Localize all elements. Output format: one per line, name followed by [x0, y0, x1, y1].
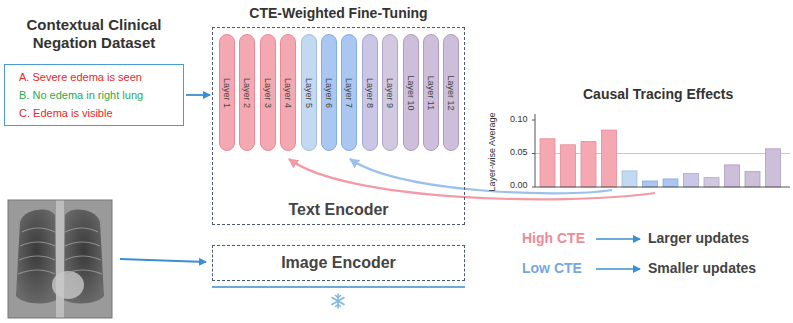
layer-label: Layer 11	[426, 75, 436, 109]
chart-bar	[540, 139, 555, 187]
chart-bar	[684, 174, 699, 187]
high-cte-curve	[289, 159, 655, 199]
tick-label: 0.05	[510, 147, 528, 157]
legend-key: High CTE	[522, 230, 585, 246]
encoder-box: CTE-Weighted Fine-TuningText EncoderLaye…	[212, 27, 465, 225]
negation-sentence: A. Severe edema is seen	[19, 68, 177, 86]
axis-title: Layer-wise Average	[487, 113, 497, 192]
layer-label: Layer 4	[283, 77, 293, 107]
chart-bar	[643, 181, 658, 187]
low-cte-curve	[350, 159, 612, 193]
legend-arrow	[596, 238, 640, 240]
bar-chart	[532, 114, 790, 187]
chart-bar	[602, 130, 617, 187]
layer-label: Layer 8	[365, 77, 375, 107]
layer-pill: Layer 5	[301, 34, 317, 151]
layer-pill: Layer 8	[362, 34, 378, 151]
layer-pill: Layer 11	[423, 34, 439, 151]
flow-arrow	[186, 94, 210, 96]
layer-pill: Layer 6	[321, 34, 337, 151]
encoder-name: Image Encoder	[281, 254, 396, 272]
tick-label: 0.10	[510, 114, 528, 124]
negation-sentence: B. No edema in right lung	[19, 86, 177, 104]
layer-pill: Layer 9	[382, 34, 398, 151]
legend-arrow	[596, 268, 640, 270]
layer-label: Layer 2	[242, 77, 252, 107]
tick-label: 0.00	[510, 180, 528, 190]
dataset-box: A. Severe edema is seenB. No edema in ri…	[4, 64, 184, 126]
layer-label: Layer 5	[304, 77, 314, 107]
chart-bar	[663, 179, 678, 187]
layer-pill: Layer 2	[239, 34, 255, 151]
chart-bar	[581, 141, 596, 187]
legend-key: Low CTE	[522, 260, 582, 276]
chart-bar	[745, 172, 760, 187]
section-heading: CTE-Weighted Fine-Tuning	[193, 5, 484, 21]
layer-label: Layer 7	[344, 77, 354, 107]
legend-text: Larger updates	[648, 230, 749, 246]
layer-pill: Layer 10	[403, 34, 419, 151]
layer-pill: Layer 3	[260, 34, 276, 151]
layer-pill: Layer 4	[280, 34, 296, 151]
chart-title: Causal Tracing Effects	[583, 86, 733, 102]
layer-pill: Layer 1	[219, 34, 235, 151]
layer-label: Layer 10	[406, 75, 416, 110]
chart-bar	[622, 171, 637, 187]
chart-bar	[766, 149, 781, 187]
chart-bar	[561, 145, 576, 187]
layer-label: Layer 6	[324, 77, 334, 107]
layer-pill: Layer 7	[341, 34, 357, 151]
legend-text: Smaller updates	[648, 260, 756, 276]
layer-label: Layer 1	[222, 77, 232, 107]
input-arrow	[120, 259, 206, 262]
chest-xray	[8, 200, 112, 318]
chart-bar	[704, 178, 719, 187]
frozen-line	[212, 286, 465, 288]
encoder-name: Text Encoder	[213, 201, 464, 219]
chart-bar	[725, 165, 740, 187]
layer-label: Layer 3	[263, 77, 273, 107]
snowflake-icon	[332, 294, 344, 308]
negation-sentence: C. Edema is visible	[19, 104, 177, 122]
encoder-box: Image Encoder	[212, 245, 465, 281]
layer-label: Layer 12	[446, 75, 456, 110]
layer-label: Layer 9	[385, 77, 395, 107]
dataset-panel: Contextual Clinical Negation Dataset A. S…	[4, 16, 184, 126]
panel-heading: Contextual Clinical Negation Dataset	[4, 16, 184, 52]
layer-pill: Layer 12	[443, 34, 459, 151]
